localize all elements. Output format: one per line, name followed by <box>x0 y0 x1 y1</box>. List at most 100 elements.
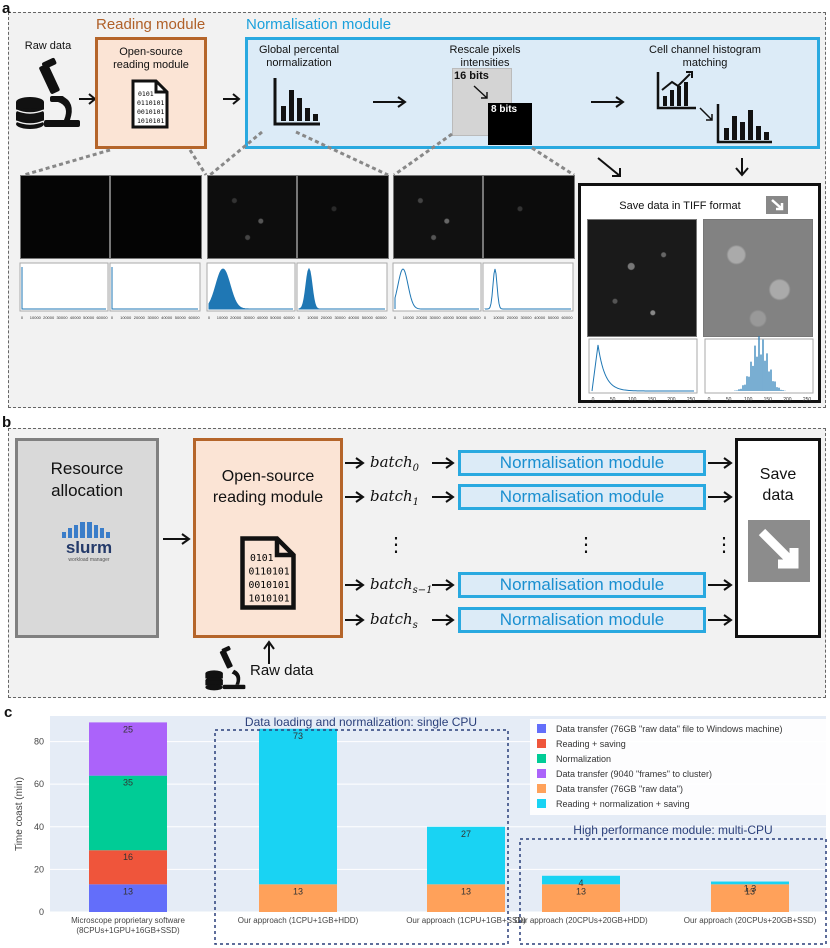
normalisation-box-s: Normalisation module <box>458 607 706 633</box>
final-histogram-tick-label: 150 <box>648 397 657 403</box>
histogram-tick-label: 20000 <box>134 315 146 320</box>
panel-c-label: c <box>4 704 13 721</box>
shrink-arrow <box>473 85 488 99</box>
svg-text:0101: 0101 <box>138 90 154 98</box>
single-cpu-group-box <box>214 729 509 945</box>
legend-label: Reading + normalization + saving <box>556 799 690 809</box>
zoom-lines <box>23 130 749 177</box>
bar-segment <box>259 728 337 885</box>
legend-swatch <box>537 739 546 748</box>
histogram-curve-4 <box>298 267 385 310</box>
bar-segment <box>542 875 620 885</box>
slurm-subtext: workload manager <box>68 557 110 563</box>
bar-value-label: 13 <box>293 886 303 896</box>
bar-segment <box>711 884 789 912</box>
histogram-tick-label: 30000 <box>520 315 532 320</box>
normalisation-box-s-1: Normalisation module <box>458 572 706 598</box>
normalisation-box-1: Normalisation module <box>458 484 706 510</box>
y-tick-label: 0 <box>39 907 44 917</box>
bar-value-label: 13 <box>576 886 586 896</box>
histogram-tick-label: 10000 <box>307 315 319 320</box>
histogram-tick-label: 60000 <box>96 315 108 320</box>
final-histogram-tick-label: 50 <box>726 397 732 403</box>
y-tick-label: 80 <box>34 737 44 747</box>
batch-label-1: batch1 <box>370 487 420 508</box>
single-cpu-group-title: Data loading and normalization: single C… <box>245 715 477 729</box>
reading-module-text-b: Open-source reading module <box>212 468 324 506</box>
histogram-curve-6 <box>484 268 571 310</box>
histogram-curve-2 <box>111 267 198 310</box>
histogram-tick-label: 30000 <box>56 315 68 320</box>
legend-label: Data transfer (76GB "raw data" file to W… <box>556 724 782 734</box>
histogram-tick-label: 50000 <box>83 315 95 320</box>
document-icon: 0101 0110101 0010101 1010101 <box>131 79 169 129</box>
document-icon-b: 0101 0110101 0010101 1010101 <box>240 536 296 610</box>
histogram-tick-label: 0 <box>298 315 301 320</box>
svg-text:0110101: 0110101 <box>137 99 164 107</box>
bar-segment <box>89 775 167 851</box>
raw-data-label-b: Raw data <box>250 662 314 679</box>
svg-text:0010101: 0010101 <box>249 580 290 591</box>
microscope-database-icon <box>15 57 80 129</box>
svg-text:1010101: 1010101 <box>249 594 290 605</box>
multi-cpu-group-title: High performance module: multi-CPU <box>573 823 772 837</box>
histogram-tick-label: 10000 <box>120 315 132 320</box>
raw-image-1 <box>20 175 110 259</box>
ellipsis-batch: ⋮ <box>386 534 406 556</box>
final-histogram-tick-label: 0 <box>708 397 711 403</box>
legend-swatch <box>537 754 546 763</box>
rescale-image-2 <box>483 175 575 259</box>
histogram-tick-label: 10000 <box>403 315 415 320</box>
bar-value-label: 1.3 <box>744 884 757 894</box>
raw-image-2 <box>110 175 202 259</box>
ellipsis-save: ⋮ <box>714 534 734 556</box>
batch-label-s: batchs <box>370 610 418 631</box>
y-tick-label: 60 <box>34 779 44 789</box>
normalisation-module-title: Normalisation module <box>246 16 392 33</box>
histogram-tick-label: 20000 <box>321 315 333 320</box>
bar-value-label: 35 <box>123 778 133 788</box>
legend-swatch <box>537 724 546 733</box>
reading-module-title: Reading module <box>96 16 206 33</box>
bar-segment <box>427 826 505 885</box>
x-tick-label: Our approach (1CPU+1GB+SSD) <box>406 916 526 925</box>
bar-value-label: 25 <box>123 724 133 734</box>
step-rescale-pixels: Rescale pixels intensities <box>449 44 521 69</box>
histogram-tick-label: 40000 <box>257 315 269 320</box>
histogram-tick-label: 50000 <box>362 315 374 320</box>
bits8-square <box>488 103 532 145</box>
x-tick-label: Our approach (1CPU+1GB+HDD) <box>238 916 359 925</box>
batch-arrows <box>345 457 733 626</box>
y-tick-label: 20 <box>34 864 44 874</box>
reading-module-text: Open-source reading module <box>113 46 189 71</box>
histogram-tick-label: 60000 <box>469 315 481 320</box>
slurm-text: slurm <box>65 538 113 557</box>
save-tiff-title: Save data in TIFF format <box>619 200 741 212</box>
final-fluorescence-image <box>587 219 697 337</box>
histogram-frame-6 <box>482 262 574 312</box>
bar-value-label: 27 <box>461 829 471 839</box>
microscope-database-icon-b <box>205 645 246 691</box>
final-histogram-tick-label: 100 <box>628 397 637 403</box>
histogram-tick-label: 0 <box>21 315 24 320</box>
histogram-tick-label: 0 <box>484 315 487 320</box>
histogram-tick-label: 20000 <box>416 315 428 320</box>
bar-segment <box>89 850 167 885</box>
svg-text:0101: 0101 <box>250 553 274 564</box>
raw-data-label: Raw data <box>24 40 72 52</box>
final-histogram-curve-1 <box>591 344 694 392</box>
histogram-tick-label: 0 <box>111 315 114 320</box>
final-histogram-tick-label: 250 <box>803 397 812 403</box>
final-histogram-frame-1 <box>588 338 698 394</box>
histogram-tick-label: 30000 <box>334 315 346 320</box>
bar-value-label: 4 <box>578 878 583 888</box>
histogram-tick-label: 10000 <box>493 315 505 320</box>
final-histogram-tick-label: 50 <box>610 397 616 403</box>
ellipsis-norm: ⋮ <box>576 534 596 556</box>
histogram-matching-icon <box>656 71 772 144</box>
panel-a-label: a <box>2 0 11 17</box>
legend-swatch <box>537 799 546 808</box>
svg-text:0110101: 0110101 <box>249 567 290 578</box>
bar-value-label: 13 <box>123 886 133 896</box>
